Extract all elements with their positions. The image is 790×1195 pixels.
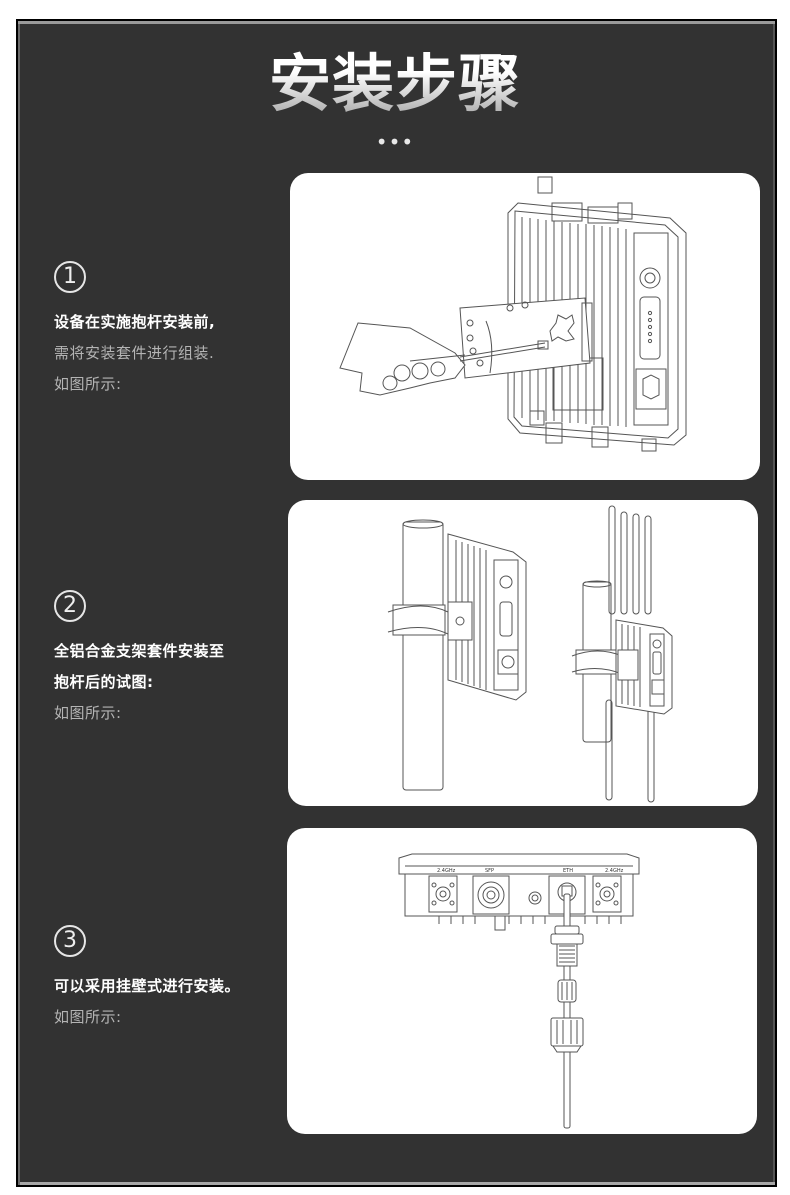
step-text-line: 可以采用挂壁式进行安装。 bbox=[54, 977, 241, 995]
pole-mount-drawing bbox=[387, 505, 673, 803]
port-label: ETH bbox=[563, 868, 573, 874]
step-2-illustration bbox=[288, 500, 758, 806]
step-number-badge: 2 bbox=[54, 590, 86, 622]
step-text-line: 如图所示: bbox=[54, 375, 122, 393]
step-3-illustration: 2.4GHz SFP ETH 2.4GHz bbox=[287, 828, 757, 1134]
step-number-badge: 3 bbox=[54, 925, 86, 957]
bracket-assembly-drawing bbox=[339, 176, 687, 452]
step-text-line: 需将安装套件进行组装. bbox=[54, 344, 215, 362]
step-1-description: 1 设备在实施抱杆安装前, 需将安装套件进行组装. 如图所示: bbox=[54, 261, 284, 400]
step-text-line: 全铝合金支架套件安装至 bbox=[54, 642, 225, 660]
step-number-badge: 1 bbox=[54, 261, 86, 293]
step-text-line: 如图所示: bbox=[54, 1008, 122, 1026]
step-3-description: 3 可以采用挂壁式进行安装。 如图所示: bbox=[54, 925, 284, 1033]
ellipsis-decoration: ••• bbox=[375, 130, 415, 154]
page-title: 安装步骤 bbox=[0, 44, 790, 124]
step-2-description: 2 全铝合金支架套件安装至 抱杆后的试图: 如图所示: bbox=[54, 590, 284, 729]
port-label: 2.4GHz bbox=[605, 868, 624, 874]
step-1-illustration bbox=[290, 173, 760, 480]
port-label: SFP bbox=[485, 868, 494, 874]
port-label: 2.4GHz bbox=[437, 868, 456, 874]
step-text-line: 如图所示: bbox=[54, 704, 122, 722]
step-text-line: 设备在实施抱杆安装前, bbox=[54, 313, 216, 331]
step-text-line: 抱杆后的试图: bbox=[54, 673, 154, 691]
wall-mount-ports-drawing: 2.4GHz SFP ETH 2.4GHz bbox=[398, 853, 640, 1129]
